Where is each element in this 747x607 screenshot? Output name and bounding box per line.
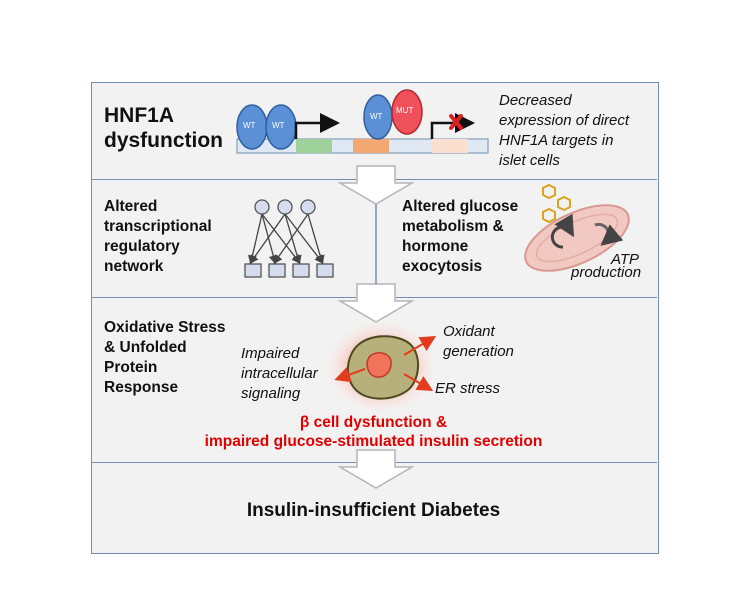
stage3-title-line4: Response — [104, 379, 179, 396]
network-target-3 — [292, 263, 310, 278]
stressed-beta-cell — [321, 317, 441, 417]
signaling-line3: signaling — [241, 385, 301, 402]
stage3-title-line2: & Unfolded — [104, 339, 187, 356]
stage2-right-line1: Altered glucose — [402, 198, 519, 215]
wt-label-2: WT — [272, 121, 285, 130]
stage2-right-line4: exocytosis — [402, 258, 483, 275]
flow-arrow-2 — [337, 283, 415, 323]
wt-label-3: WT — [370, 112, 383, 121]
stage2-left-line2: transcriptional — [104, 218, 212, 235]
dna-strip — [236, 138, 489, 154]
arrow-to-signaling — [334, 367, 366, 383]
network-target-4 — [316, 263, 334, 278]
network-target-2 — [268, 263, 286, 278]
signaling-line2: intracellular — [241, 365, 318, 382]
cell-nucleus — [366, 352, 392, 378]
arrow-to-oxidant — [403, 335, 437, 356]
arrow-to-er-stress — [403, 373, 434, 392]
stage2-right-line3: hormone — [402, 238, 469, 255]
stage1-outcome-line4: islet cells — [499, 152, 560, 169]
oxidant-line1: Oxidant — [443, 323, 495, 340]
mut-factor — [391, 89, 423, 135]
wt-transcription-factors — [236, 89, 423, 150]
result-line1: β cell dysfunction & — [299, 414, 448, 431]
atp-label-line2: production — [571, 264, 642, 281]
wt-label-1: WT — [243, 121, 256, 130]
result-line2: impaired glucose-stimulated insulin secr… — [204, 433, 543, 450]
stage3-title-line3: Protein — [104, 359, 158, 376]
atp-label-line1: ATP — [611, 251, 640, 268]
stage3-title-line1: Oxidative Stress — [104, 319, 226, 336]
network-node-1 — [254, 199, 270, 215]
stage1-title-line2: dysfunction — [104, 129, 223, 152]
stage2-left-line1: Altered — [104, 198, 158, 215]
er-stress-label: ER stress — [435, 380, 501, 397]
signaling-line1: Impaired — [241, 345, 300, 362]
final-outcome: Insulin-insufficient Diabetes — [246, 500, 501, 521]
network-target-1 — [244, 263, 262, 278]
block-x-icon — [449, 114, 463, 130]
mut-label: MUT — [396, 106, 414, 115]
network-node-3 — [300, 199, 316, 215]
stage2-right-line2: metabolism & — [402, 218, 504, 235]
stage2-left-line3: regulatory — [104, 238, 180, 255]
network-node-2 — [277, 199, 293, 215]
oxidant-line2: generation — [443, 343, 514, 360]
mitochondrion-icon — [524, 204, 630, 272]
stage1-outcome-line1: Decreased — [499, 92, 572, 109]
flow-arrow-1 — [337, 165, 415, 205]
target-gene-segment-green — [296, 139, 332, 153]
active-transcription-arrow — [294, 113, 340, 139]
target-gene-segment-peach — [432, 139, 468, 153]
stage2-left-line4: network — [104, 258, 164, 275]
stage1-title-line1: HNF1A — [104, 104, 175, 127]
flow-arrow-3 — [337, 449, 415, 489]
regulatory-network — [244, 199, 334, 278]
target-gene-segment-orange — [353, 139, 389, 153]
stage1-outcome-line2: expression of direct — [499, 112, 630, 129]
stage1-outcome-line3: HNF1A targets in — [499, 132, 614, 149]
